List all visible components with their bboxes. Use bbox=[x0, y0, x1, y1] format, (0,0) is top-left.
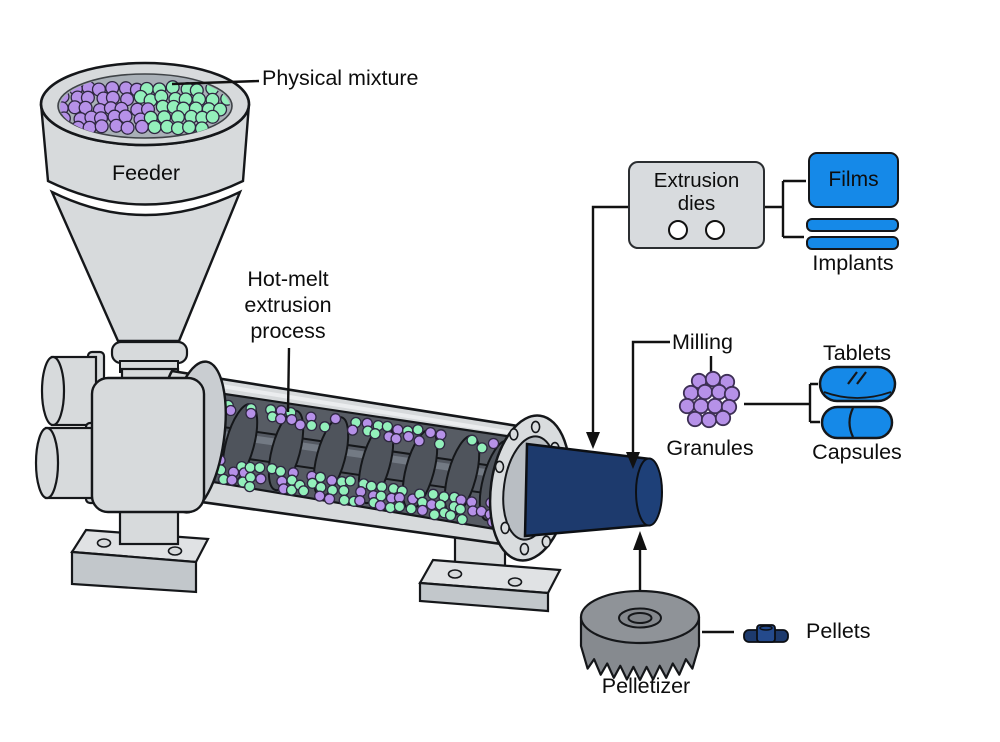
extrusion-dies-label: Extrusion dies bbox=[653, 169, 740, 215]
arrowheads bbox=[586, 432, 647, 550]
films-box: Films bbox=[808, 152, 899, 208]
die-holes bbox=[668, 219, 725, 240]
physical-mixture-leader-line bbox=[171, 79, 260, 86]
barrel-foot-right bbox=[418, 526, 562, 613]
pellets-label: Pellets bbox=[806, 619, 871, 643]
granules-products-bracket bbox=[744, 382, 820, 424]
implants-label: Implants bbox=[812, 251, 894, 275]
tablet-shape bbox=[818, 365, 897, 403]
die-hole-icon bbox=[705, 219, 725, 240]
extrusion-dies-box: Extrusion dies bbox=[628, 161, 765, 249]
process-label: Hot-melt extrusion process bbox=[244, 267, 332, 343]
feeder-funnel bbox=[39, 61, 251, 405]
up-arrowhead bbox=[633, 531, 647, 550]
capsule-shape bbox=[820, 405, 894, 440]
physical-mixture-beads bbox=[60, 80, 230, 136]
gearbox-housing bbox=[34, 350, 227, 594]
down-arrowhead bbox=[626, 452, 640, 469]
die-cone bbox=[523, 442, 663, 538]
die-hole-icon bbox=[668, 219, 688, 240]
process-leader-line bbox=[286, 347, 291, 413]
feeder-label: Feeder bbox=[111, 161, 181, 185]
dies-products-bracket bbox=[765, 179, 806, 239]
pelletizer-label: Pelletizer bbox=[601, 674, 691, 698]
implant-bar-shape bbox=[806, 236, 899, 250]
flow-lines bbox=[171, 79, 820, 634]
dies-flow-line bbox=[591, 205, 628, 432]
granules-cluster bbox=[678, 370, 741, 429]
films-label: Films bbox=[828, 168, 879, 191]
granules-label: Granules bbox=[666, 436, 754, 460]
down-arrowhead bbox=[586, 432, 600, 449]
extruder-barrel bbox=[161, 369, 532, 550]
milling-flow-line bbox=[631, 340, 670, 452]
physical-mixture-label: Physical mixture bbox=[262, 66, 419, 90]
implant-bar-shape bbox=[806, 218, 899, 232]
pelletizer-wheel bbox=[579, 589, 701, 682]
pellets-icon bbox=[743, 624, 789, 643]
capsules-label: Capsules bbox=[812, 440, 902, 464]
milling-label: Milling bbox=[672, 330, 733, 354]
tablets-label: Tablets bbox=[822, 341, 892, 365]
